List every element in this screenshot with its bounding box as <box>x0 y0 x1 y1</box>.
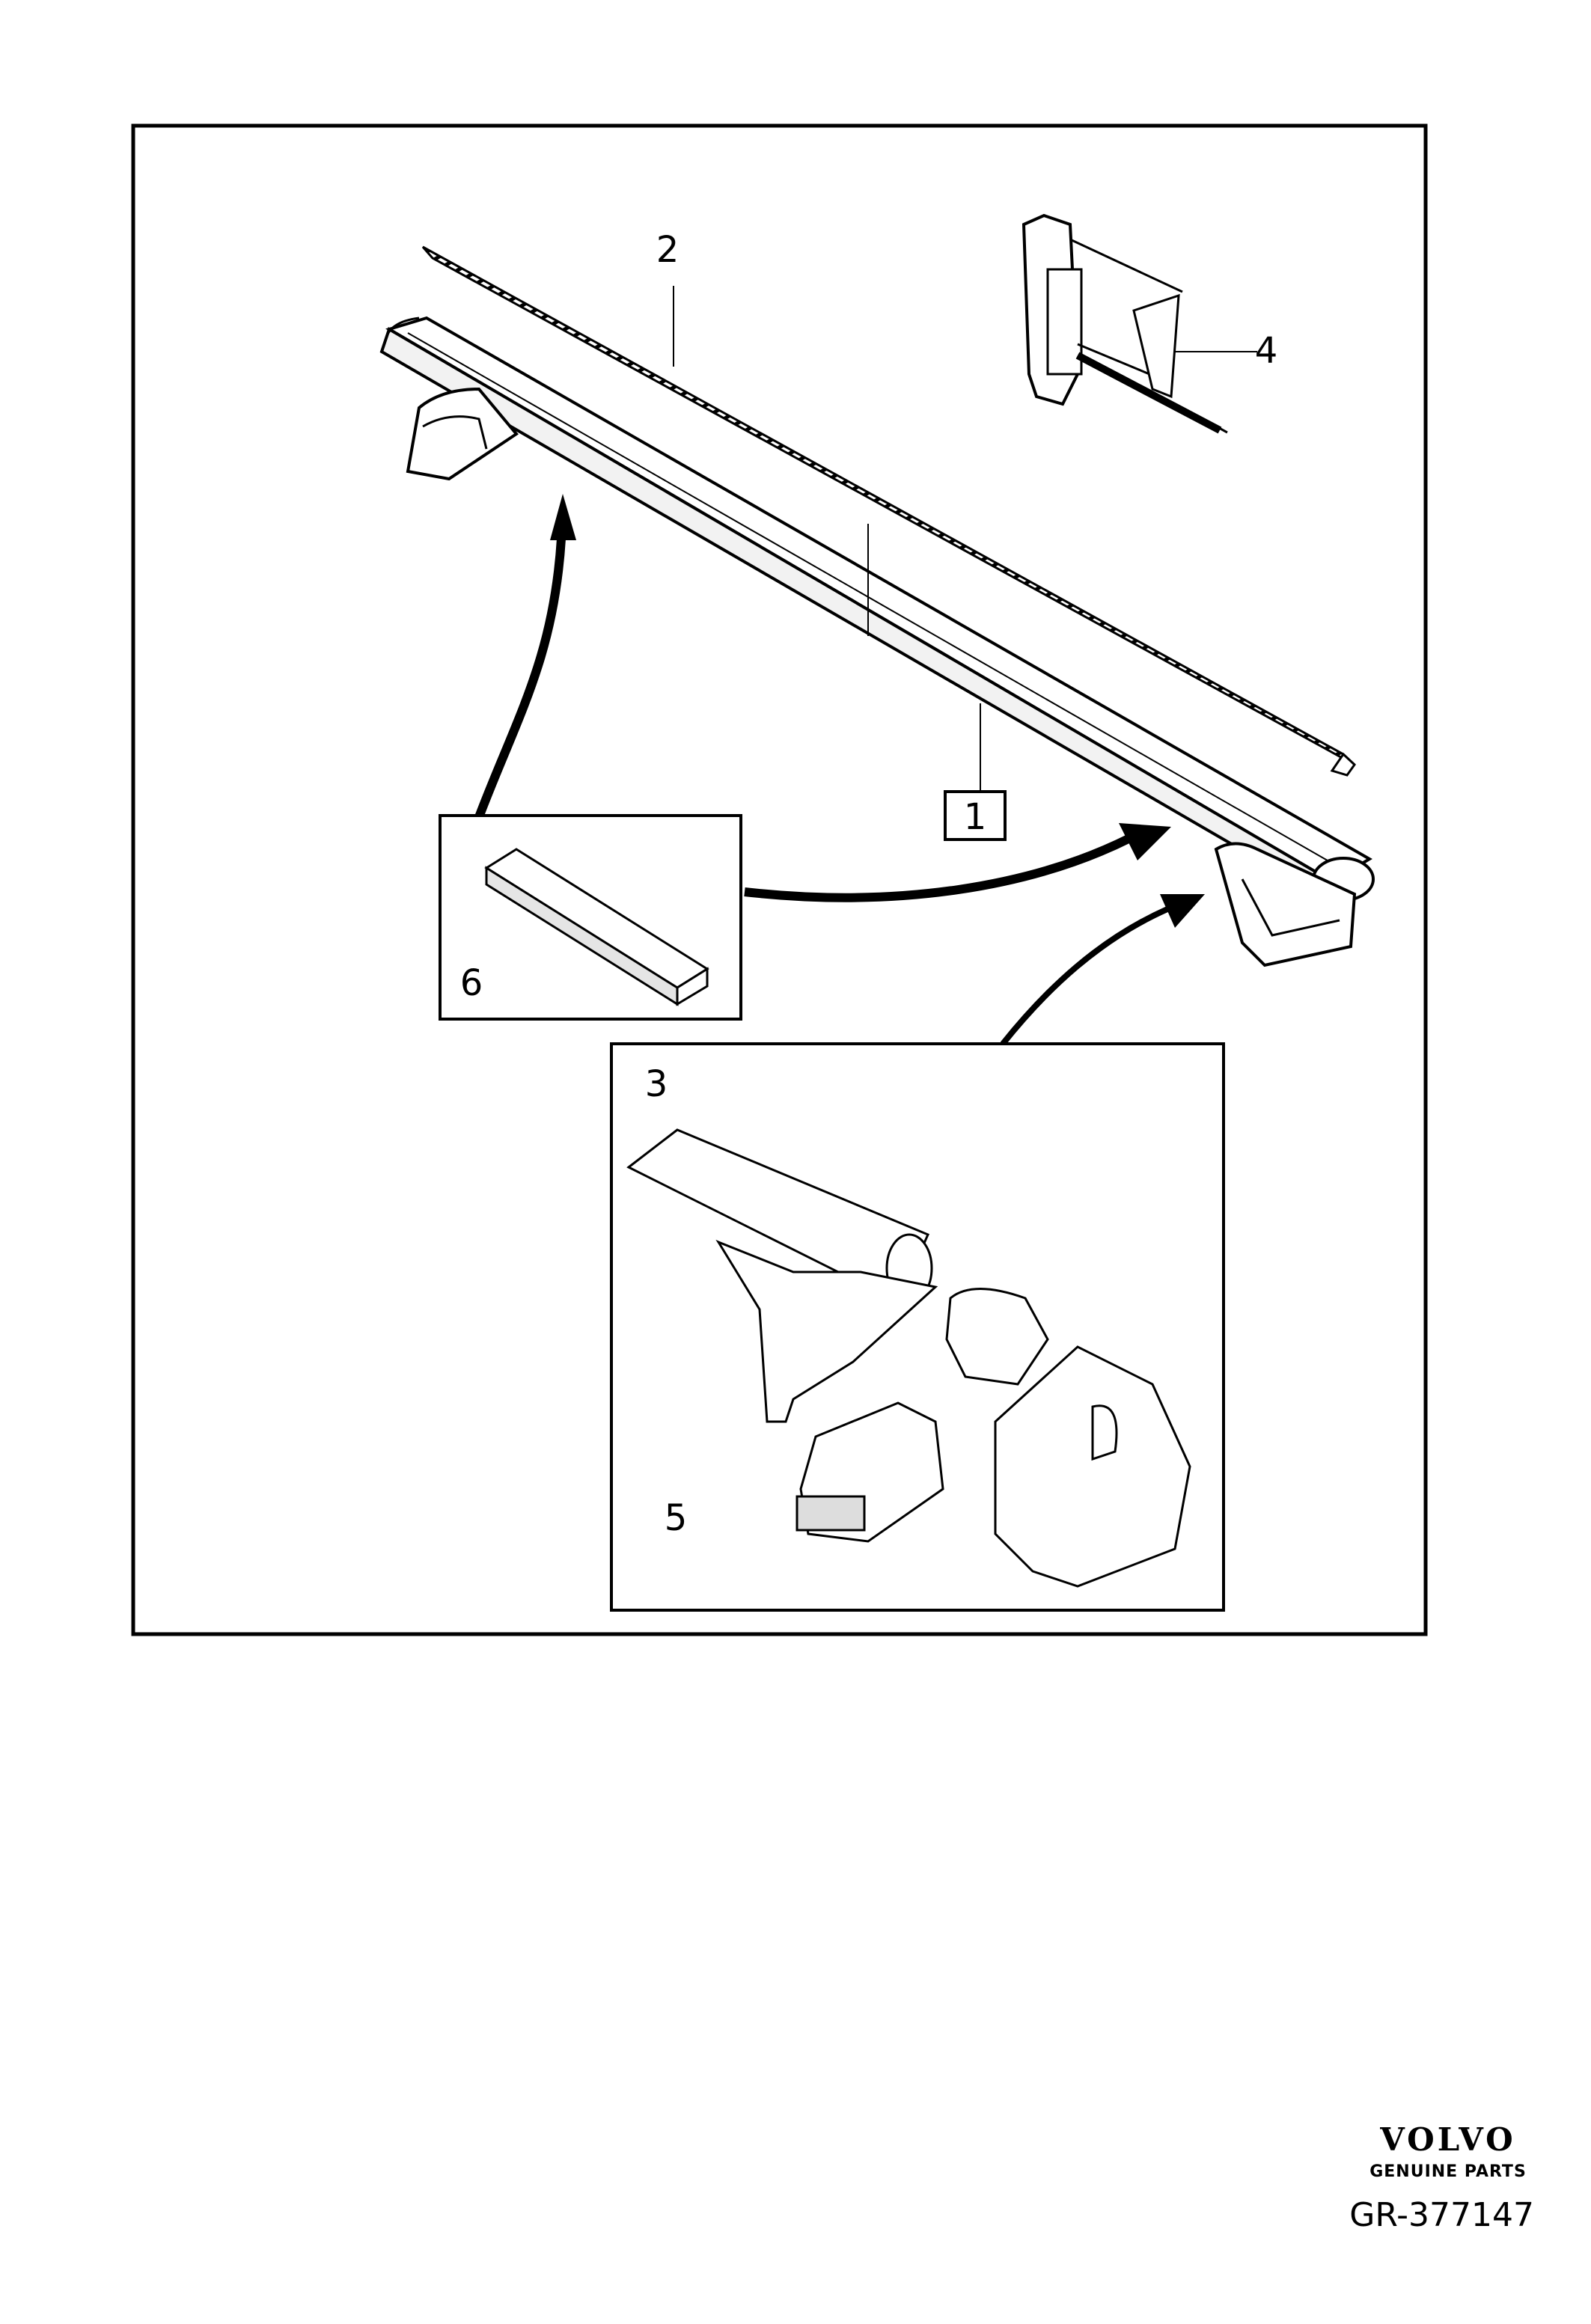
diagram-frame <box>131 123 1428 1636</box>
pointer-arrows <box>474 494 1205 1046</box>
brand-logo: VOLVO <box>1380 2121 1516 2158</box>
brand-subtitle: GENUINE PARTS <box>1369 2162 1527 2181</box>
callout-2: 2 <box>656 229 680 271</box>
foot-kit-inset <box>610 1042 1225 1612</box>
callout-4: 4 <box>1255 330 1278 372</box>
callout-1-box <box>944 790 1007 841</box>
rubber-strip-part <box>421 245 1356 777</box>
reference-number: GR-377147 <box>1349 2196 1534 2234</box>
clamp-tool-part <box>1022 213 1228 434</box>
callout-5: 5 <box>665 1497 688 1539</box>
callout-6: 6 <box>460 962 483 1004</box>
callout-3: 3 <box>645 1063 668 1105</box>
callout-1: 1 <box>964 796 987 838</box>
load-carrier-bar-part <box>379 316 1375 967</box>
end-cap-inset <box>439 814 742 1021</box>
